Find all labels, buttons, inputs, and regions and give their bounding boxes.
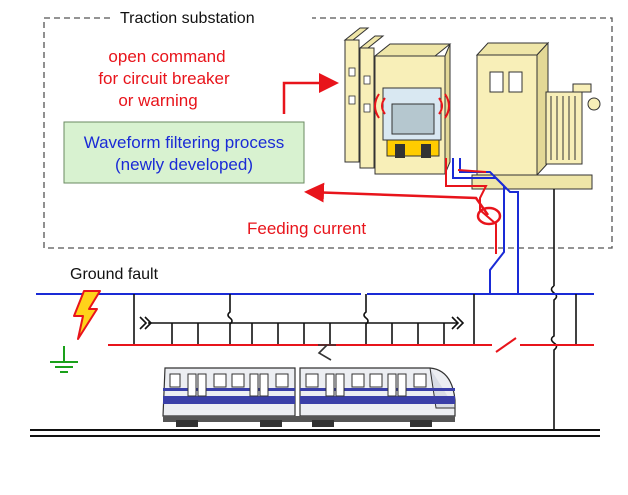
contact-wire — [108, 337, 594, 353]
command-text: open command for circuit breaker or warn… — [98, 47, 230, 110]
ground-symbol-icon — [50, 346, 78, 373]
command-arrow — [282, 73, 339, 114]
feeding-current-arrow — [304, 182, 490, 216]
process-line-2: (newly developed) — [115, 155, 253, 174]
substation-label: Traction substation — [120, 10, 255, 27]
catenary — [133, 294, 577, 344]
command-line-2: for circuit breaker — [98, 69, 230, 88]
command-line-3: or warning — [118, 91, 197, 110]
train-icon — [162, 367, 456, 427]
transformer-icon — [471, 41, 601, 190]
pantograph — [317, 344, 336, 361]
lightning-bolt-icon — [73, 290, 101, 340]
ground-fault-label: Ground fault — [70, 266, 159, 283]
substation-wiring — [445, 158, 558, 430]
feeding-current-label: Feeding current — [247, 219, 366, 238]
process-text: Waveform filtering process (newly develo… — [84, 133, 285, 174]
process-box — [63, 121, 305, 184]
command-line-1: open command — [108, 47, 225, 66]
rails — [30, 429, 600, 437]
process-line-1: Waveform filtering process — [84, 133, 285, 152]
circuit-breaker-cabinet-icon — [343, 27, 452, 175]
substation-boundary — [43, 17, 613, 249]
